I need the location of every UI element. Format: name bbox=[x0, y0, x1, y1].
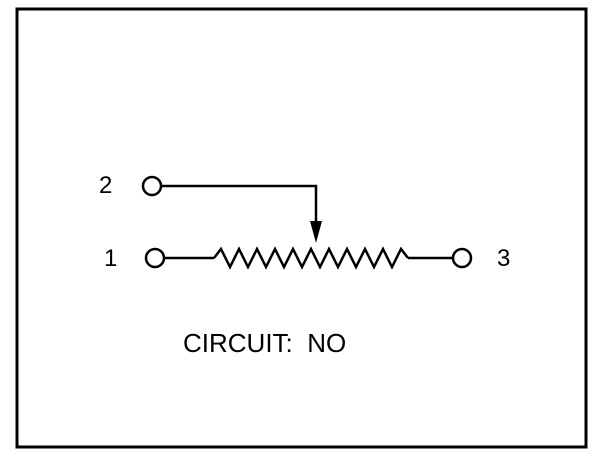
pin-3-label: 3 bbox=[497, 245, 510, 272]
pin-2-terminal bbox=[141, 175, 163, 197]
pin-1-terminal bbox=[144, 247, 166, 269]
circuit-label: CIRCUIT: NO bbox=[183, 328, 346, 358]
wiper-lead bbox=[161, 184, 318, 222]
wiper-arrowhead bbox=[310, 221, 322, 243]
pin-2-label: 2 bbox=[99, 172, 112, 199]
pin-3-terminal bbox=[451, 247, 473, 269]
resistor-element bbox=[213, 246, 409, 270]
pin-1-label: 1 bbox=[104, 245, 117, 272]
diagram-frame bbox=[15, 7, 588, 449]
